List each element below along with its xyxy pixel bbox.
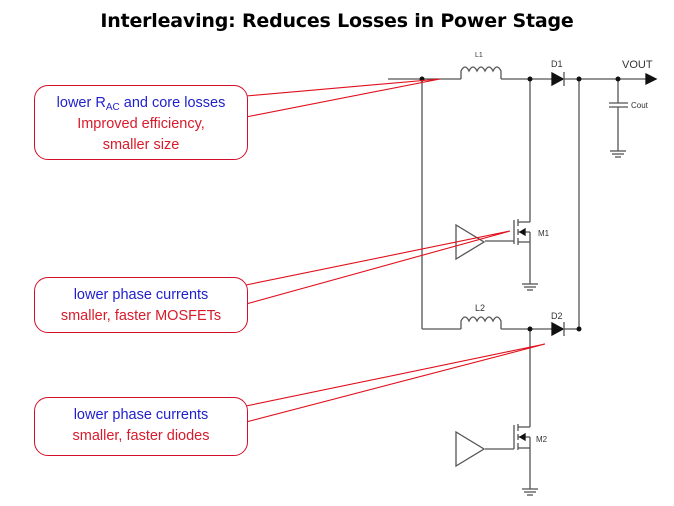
callout-1-pointer	[245, 78, 441, 118]
callout-diode-currents: lower phase currents smaller, faster dio…	[34, 397, 248, 456]
callout-mosfet-currents: lower phase currents smaller, faster MOS…	[34, 277, 248, 333]
callout-3-pointer	[245, 343, 546, 423]
callout-inductor-losses: lower RAC and core losses Improved effic…	[34, 85, 248, 160]
callout-1-line-3: smaller size	[102, 137, 180, 153]
label-l2: L2	[475, 303, 485, 313]
diode-d1	[551, 71, 565, 87]
mosfet-m1	[485, 219, 538, 291]
callout-1-line-2: Improved efficiency,	[77, 116, 205, 132]
gate-driver-2-icon	[455, 430, 486, 468]
callout-1-line-1: lower RAC and core losses	[56, 95, 226, 113]
inductor-l1	[460, 66, 502, 79]
inductor-l2	[460, 316, 502, 329]
label-cout: Cout	[631, 101, 649, 110]
label-l1: L1	[475, 52, 483, 59]
junction-dot	[576, 76, 582, 82]
label-m1: M1	[538, 229, 550, 238]
label-m2: M2	[536, 435, 548, 444]
callout-2-line-1: lower phase currents	[73, 287, 209, 303]
callout-2-line-2: smaller, faster MOSFETs	[60, 308, 222, 324]
mosfet-m2	[485, 424, 538, 496]
junction-dot	[615, 76, 621, 82]
junction-dot	[576, 326, 582, 332]
slide-title: Interleaving: Reduces Losses in Power St…	[100, 10, 574, 32]
junction-dot	[527, 76, 533, 82]
label-d1: D1	[551, 59, 563, 69]
vout-arrow-icon	[645, 72, 658, 86]
diode-d2	[551, 321, 565, 337]
label-d2: D2	[551, 311, 563, 321]
label-vout: VOUT	[622, 59, 653, 71]
callout-3-line-2: smaller, faster diodes	[72, 428, 210, 444]
callout-2-pointer	[245, 230, 511, 305]
junction-dot	[527, 326, 533, 332]
callout-3-line-1: lower phase currents	[73, 407, 209, 423]
